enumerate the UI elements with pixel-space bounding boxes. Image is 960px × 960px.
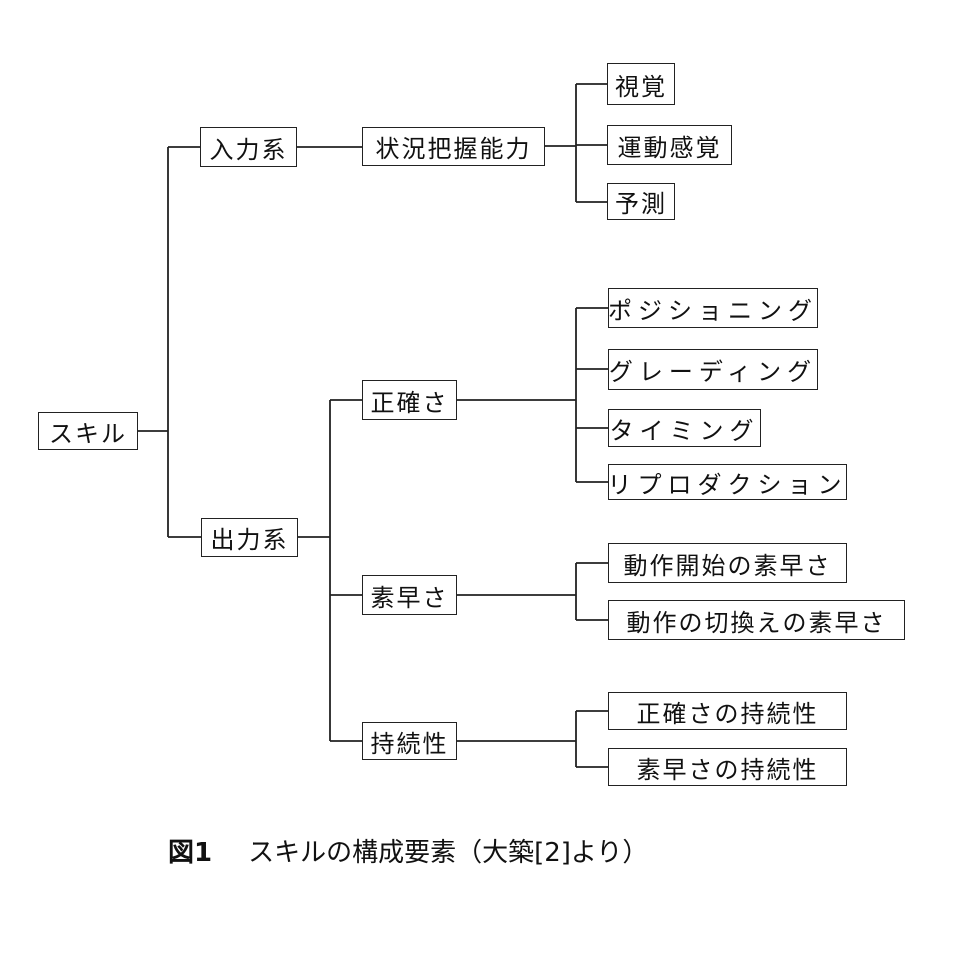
figure-caption: 図1 スキルの構成要素（大築[2]より） <box>168 832 648 869</box>
node-reproduction: リプロダクション <box>608 464 847 500</box>
node-start-speed: 動作開始の素早さ <box>608 543 847 583</box>
node-output-system: 出力系 <box>201 518 298 557</box>
node-vision: 視覚 <box>607 63 675 105</box>
caption-text: スキルの構成要素（大築[2]より） <box>248 838 649 868</box>
node-kinesthesia: 運動感覚 <box>607 125 732 165</box>
node-switch-speed: 動作の切換えの素早さ <box>608 600 905 640</box>
node-timing: タイミング <box>608 409 761 447</box>
node-situation-awareness: 状況把握能力 <box>362 127 545 166</box>
node-accuracy-persistence: 正確さの持続性 <box>608 692 847 730</box>
node-skill: スキル <box>38 412 138 450</box>
figure-number: 図1 <box>168 838 213 868</box>
node-grading: グレーディング <box>608 349 818 390</box>
node-input-system: 入力系 <box>200 127 297 167</box>
node-speed: 素早さ <box>362 575 457 615</box>
node-speed-persistence: 素早さの持続性 <box>608 748 847 786</box>
node-prediction: 予測 <box>607 183 675 220</box>
node-persistence: 持続性 <box>362 722 457 760</box>
node-accuracy: 正確さ <box>362 380 457 420</box>
node-positioning: ポジショニング <box>608 288 818 328</box>
